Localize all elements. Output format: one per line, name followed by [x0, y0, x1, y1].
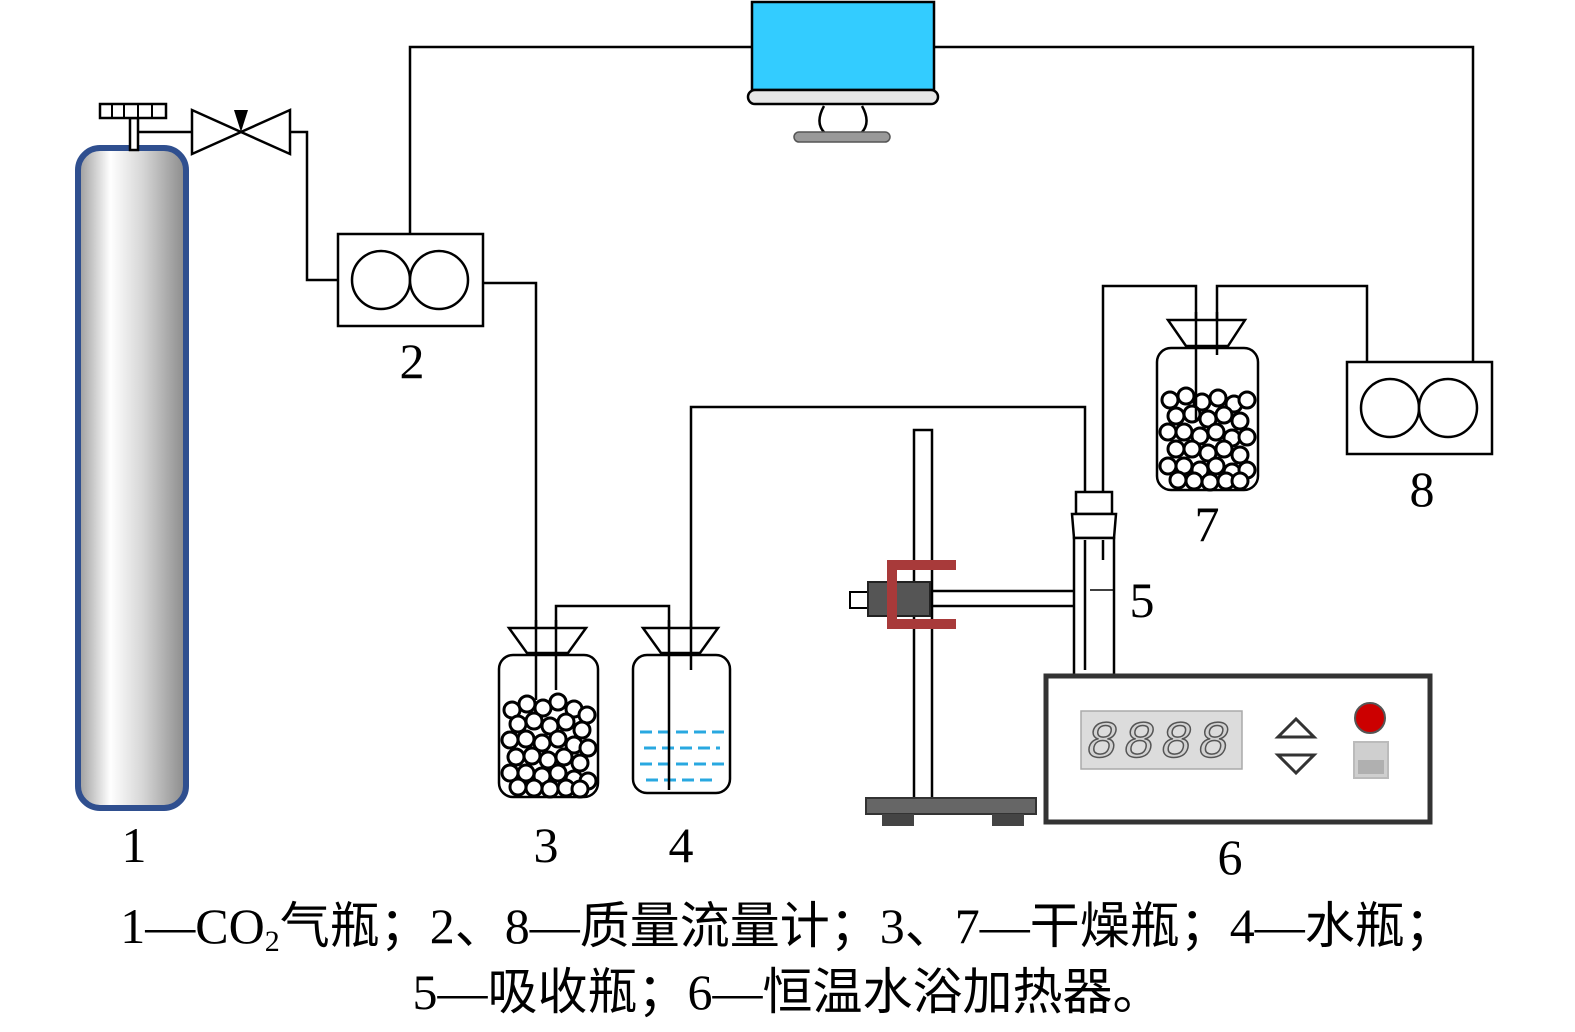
connection-lines [290, 45, 1475, 693]
mass-flow-meter-2 [336, 232, 485, 328]
clamp-boss [867, 581, 931, 617]
caption-line1-sub: 2 [264, 925, 280, 958]
drying-bottle-7 [1155, 312, 1260, 492]
monitor-screen [750, 0, 936, 92]
up-down-buttons [1274, 716, 1318, 776]
monitor-bezel [746, 88, 940, 106]
water-bath-heater: 8888 [1043, 673, 1433, 825]
water-level [640, 730, 724, 782]
label-7: 7 [1195, 496, 1220, 552]
digital-display [1080, 710, 1243, 770]
caption-line1-pre: 1—CO [120, 898, 265, 954]
monitor-stand [793, 131, 891, 143]
desiccant-beads [500, 692, 598, 799]
cylinder-body [75, 145, 189, 811]
drying-bottle-3 [497, 620, 600, 799]
cylinder-stem [128, 116, 140, 152]
down-arrow-icon [1274, 753, 1318, 776]
figure-caption-line-1: 1—CO2气瓶；2、8—质量流量计；3、7—干燥瓶；4—水瓶； [0, 896, 1575, 958]
label-2: 2 [400, 333, 425, 389]
cylinder-handwheel [98, 102, 168, 120]
mass-flow-meter-8 [1345, 360, 1494, 456]
label-6: 6 [1218, 829, 1243, 885]
label-8: 8 [1410, 461, 1435, 517]
label-4: 4 [669, 817, 694, 873]
caption-line1-post: 气瓶；2、8—质量流量计；3、7—干燥瓶；4—水瓶； [279, 898, 1455, 954]
water-bottle-4 [631, 620, 732, 795]
valve-icon [190, 108, 292, 156]
figure-caption-line-2: 5—吸收瓶；6—恒温水浴加热器。 [412, 964, 1163, 1020]
up-arrow-icon [1274, 716, 1318, 739]
computer-monitor [746, 0, 940, 143]
co2-gas-cylinder [75, 102, 192, 811]
stand-base [865, 797, 1037, 815]
clamp-jaw [887, 560, 956, 629]
label-1: 1 [122, 817, 147, 873]
absorption-bottle-5 [1070, 490, 1118, 678]
power-light-icon [1354, 702, 1386, 734]
display-digits: 8888 [1087, 714, 1236, 773]
label-3: 3 [534, 817, 559, 873]
component-labels: 1 2 3 4 5 6 7 8 [122, 333, 1435, 885]
clamp-arm [930, 589, 1091, 608]
lab-stand [849, 428, 1091, 826]
desiccant-beads [1158, 386, 1257, 492]
label-5: 5 [1130, 572, 1155, 628]
